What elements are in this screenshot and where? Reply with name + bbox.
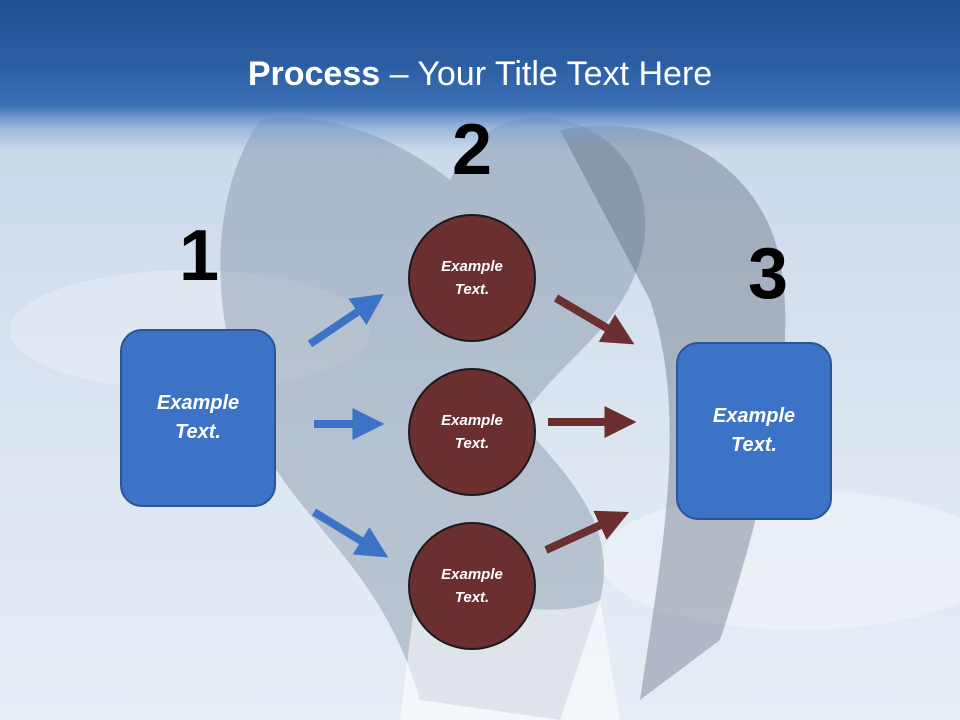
step-1-box: Example Text. bbox=[120, 329, 276, 507]
step-3-number: 3 bbox=[747, 234, 789, 314]
step-2-text-top: Example Text. bbox=[441, 258, 503, 298]
step-2-text-bottom: Example Text. bbox=[441, 566, 503, 606]
title-bold: Process bbox=[247, 55, 381, 93]
arrow-1-to-top bbox=[307, 293, 384, 348]
step-3-box: Example Text. bbox=[676, 342, 832, 520]
step-2-text-middle: Example Text. bbox=[441, 412, 503, 452]
step-2-circle-bottom: Example Text. bbox=[408, 522, 536, 650]
step-3-text: Example Text. bbox=[712, 405, 796, 456]
step-1-number: 1 bbox=[178, 216, 220, 296]
step-2-circle-top: Example Text. bbox=[408, 214, 536, 342]
arrow-1-to-bottom bbox=[311, 508, 389, 558]
step-1-text: Example Text. bbox=[156, 392, 240, 443]
title-bar bbox=[0, 0, 960, 150]
arrow-bottom-to-3 bbox=[544, 510, 630, 554]
page-title: Process – Your Title Text Here bbox=[0, 52, 960, 96]
step-2-circle-middle: Example Text. bbox=[408, 368, 536, 496]
arrow-top-to-3 bbox=[553, 294, 635, 345]
title-rest: – Your Title Text Here bbox=[380, 55, 713, 93]
step-2-number: 2 bbox=[451, 110, 493, 190]
